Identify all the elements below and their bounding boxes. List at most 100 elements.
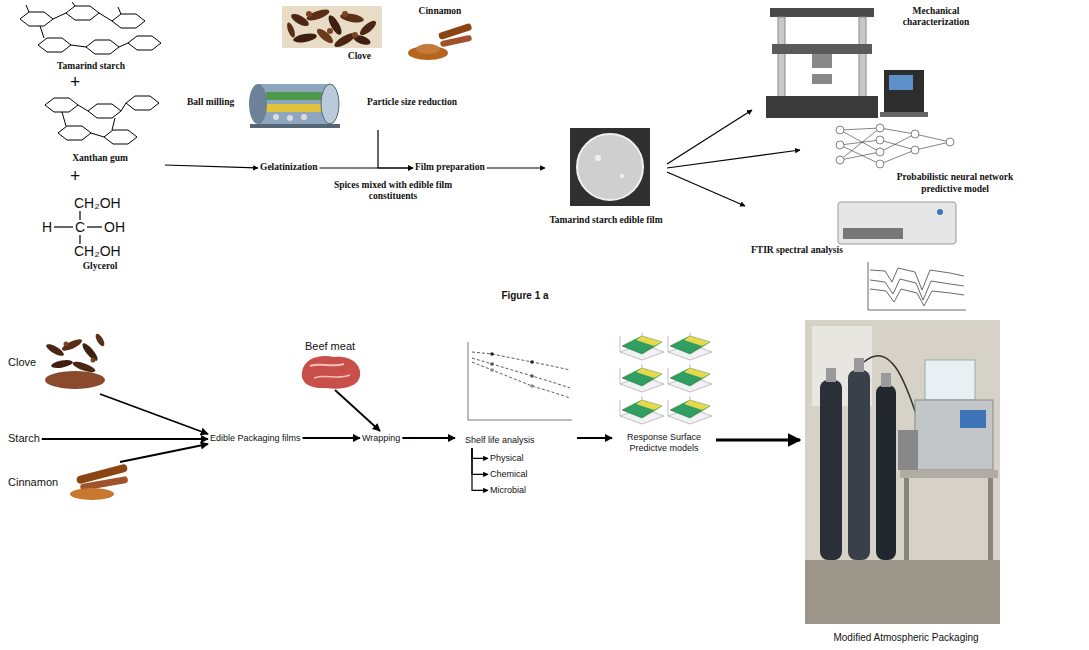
flow-arrow [402, 437, 455, 439]
flow-arrow [487, 167, 545, 168]
neural-network-sketch-part [946, 138, 954, 146]
neural-network-sketch-part [836, 156, 844, 164]
xanthan-gum-structure-part [62, 112, 66, 126]
flow-arrow [667, 150, 800, 168]
flow-arrow [378, 130, 413, 168]
clove-photo-part [289, 12, 310, 29]
tamarind-starch-structure-part [128, 36, 161, 50]
process-note: Spices mixed with edible film constituen… [332, 180, 454, 202]
tamarind-starch-structure-part [20, 12, 53, 26]
shelf-life-chart [468, 342, 572, 420]
node-text: Clove [8, 356, 36, 369]
cinnamon-photo-part [80, 476, 128, 491]
response-surface-plots-part [668, 364, 712, 392]
clove-photo-part [315, 27, 335, 46]
shelf-life-chart-part [468, 420, 572, 421]
modified-atmosphere-packaging-photo-part [805, 560, 1000, 624]
modified-atmosphere-packaging-photo-part [826, 368, 836, 382]
ftir-spectrometer-part [843, 228, 903, 239]
clove-photo-part [51, 359, 74, 370]
response-surface-plots-part [620, 332, 664, 360]
flow-arrow [716, 439, 800, 442]
tensile-testing-machine-part [889, 75, 913, 90]
process-step: Gelatinization [258, 160, 320, 175]
tensile-testing-machine-part [880, 112, 928, 117]
clove-photo-part [45, 342, 66, 358]
response-surface-plots-part [620, 396, 664, 424]
shelf-life-chart-part [472, 358, 570, 388]
tamarind-starch-structure-part [40, 26, 44, 38]
neural-network-sketch-part [911, 130, 919, 138]
neural-network-sketch-part [880, 134, 915, 152]
node-text: Shelf life analysis [465, 435, 535, 446]
flow-arrow [42, 438, 208, 440]
clove-photo-part [45, 371, 105, 389]
cinnamon-photo-part [70, 488, 114, 500]
formula-atom: H [42, 219, 52, 235]
plus-sign: + [70, 167, 80, 185]
node-text: Glycerol [83, 261, 118, 272]
clove-photo-part [358, 19, 378, 38]
xanthan-gum-structure-part [58, 126, 91, 140]
modified-atmosphere-packaging-photo-part [848, 370, 870, 560]
cinnamon-photo-part [440, 35, 473, 48]
xanthan-gum-structure-part [91, 133, 104, 137]
ball-mill-part [301, 114, 307, 120]
clove-photo-part [285, 21, 296, 38]
neural-network-sketch-part [840, 145, 880, 164]
clove-photo-part [306, 11, 312, 17]
flow-arrow [472, 448, 488, 458]
analysis-branch: Chemical [488, 468, 530, 481]
clove-photo-part [72, 360, 97, 375]
modified-atmosphere-packaging-photo-part [904, 478, 909, 560]
node-text: Film preparation [415, 162, 485, 173]
ftir-spectra-plot [868, 262, 966, 310]
model-step: Response Surface Predictve models [612, 328, 716, 456]
formula-group: CH₂OH [74, 195, 121, 211]
clove-photo-part [333, 31, 358, 50]
neural-network-sketch-part [876, 124, 884, 132]
tamarind-starch-structure-part [112, 14, 145, 28]
process-step: Film preparation [413, 160, 487, 175]
flow-arrow [577, 437, 612, 439]
neural-network-sketch-part [880, 140, 915, 150]
xanthan-gum-structure-part [104, 130, 137, 144]
edible-film-photo-part [595, 155, 601, 161]
film-photo: Tamarind starch edible film [545, 124, 667, 228]
xanthan-gum-structure-part [112, 118, 115, 130]
modified-atmosphere-packaging-photo-part [864, 356, 918, 420]
cinnamon-photo-part [438, 23, 472, 40]
spice-photo: Clove [280, 4, 385, 64]
flow-arrow [667, 110, 752, 164]
modified-atmosphere-packaging-photo-part [925, 360, 975, 400]
shelf-life-chart-part [472, 352, 570, 370]
shelf-life-chart-part [472, 362, 570, 398]
clove-photo-part [342, 11, 348, 17]
clove-photo-part [352, 33, 372, 47]
edible-film-photo-part [570, 128, 650, 206]
clove-photo-part [339, 12, 364, 24]
process-step: Edible Packaging films [208, 431, 303, 446]
shelf-life-chart-part [490, 352, 494, 356]
node-text: Mechanical characterization [890, 6, 982, 29]
node-text: Ball milling [187, 97, 234, 108]
neural-network-sketch-part [836, 141, 844, 149]
formula-group: OH [104, 219, 125, 235]
glycerol-bonds-part [79, 235, 80, 244]
plus-sign: + [70, 73, 80, 91]
response-surface-plots-part [668, 396, 712, 424]
cinnamon-photo [70, 463, 128, 500]
tamarind-starch-structure-part [71, 45, 86, 47]
node-text: Response Surface Predictve models [623, 432, 705, 454]
neural-network-sketch-part [840, 140, 880, 145]
tensile-testing-machine-part [812, 54, 832, 68]
modified-atmosphere-packaging-photo-part [988, 478, 993, 560]
modified-atmosphere-packaging-photo-part [854, 358, 864, 372]
glycerol-bonds [54, 211, 102, 244]
neural-network-sketch-part [880, 128, 915, 134]
node-text: Modified Atmospheric Packaging [833, 632, 978, 644]
clove-photo-part [64, 342, 69, 347]
clove-photo-part [61, 337, 84, 353]
tamarind-starch-structure-part [26, 5, 29, 12]
flow-arrow [303, 437, 361, 439]
